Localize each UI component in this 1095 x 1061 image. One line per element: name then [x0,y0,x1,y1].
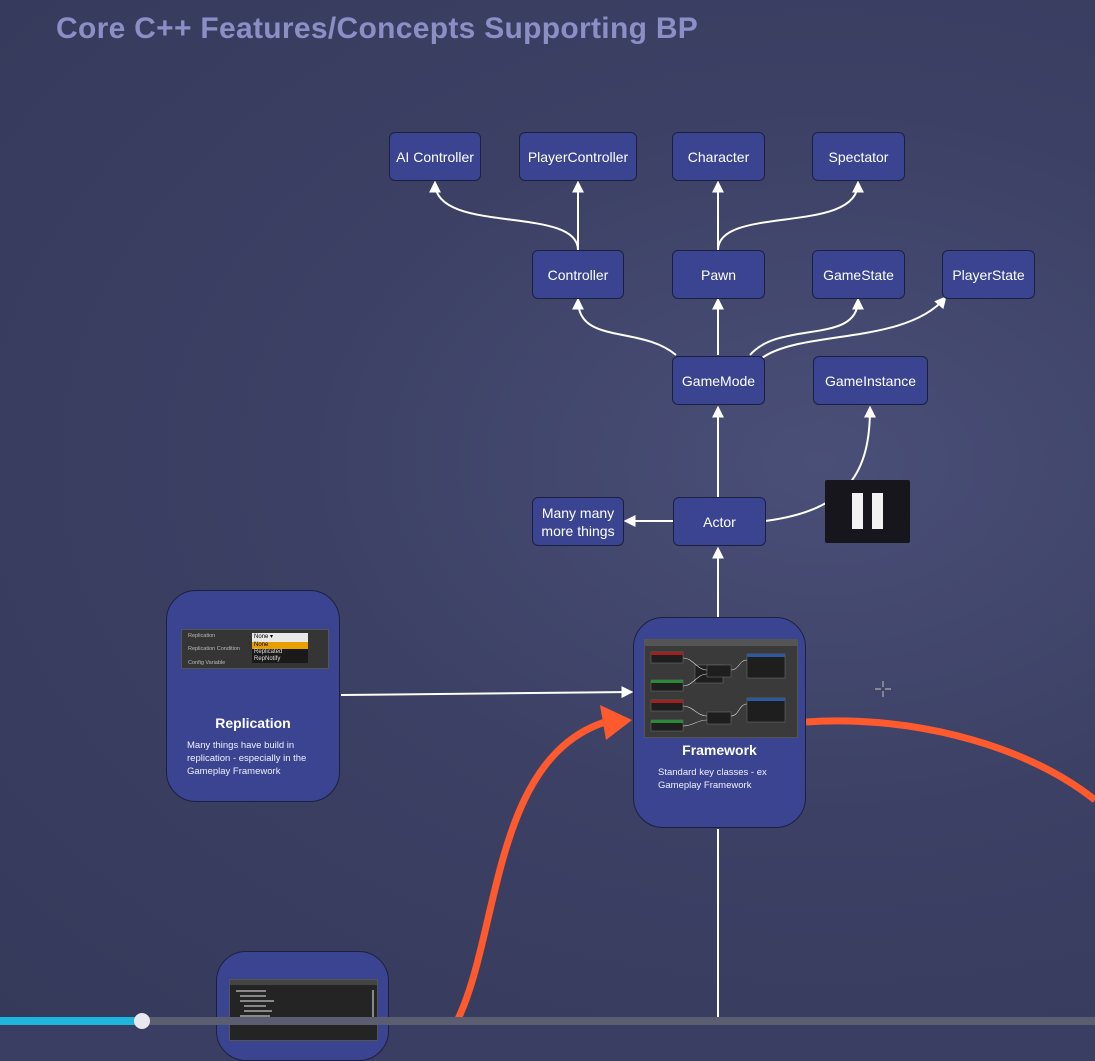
rep-option-list: None Replicated RepNotify [252,642,308,663]
rep-field-config: Config Variable [188,660,226,666]
node-pawn: Pawn [672,250,765,299]
rep-option: Replicated [254,649,283,655]
wire-controller-ai [429,180,579,251]
highlight-arrow-right [805,717,1095,803]
rep-dropdown: None ▾ [252,633,308,642]
highlight-arrow-head [600,705,632,740]
editor-tree-thumbnail [230,980,377,1020]
connector-wires [340,180,1095,1025]
video-progress-fill [0,1017,142,1025]
node-game-instance: GameInstance [813,356,928,405]
rep-option: RepNotify [254,656,281,662]
slide-title: Core C++ Features/Concepts Supporting BP [56,12,699,45]
replication-thumbnail: Replication Replication Condition Config… [181,629,329,669]
node-player-state: PlayerState [942,250,1035,299]
video-seek-handle[interactable] [134,1013,150,1029]
node-many-things: Many many more things [532,497,624,546]
framework-blueprint-thumbnail [644,639,798,738]
video-seekbar[interactable] [0,1017,1095,1025]
rep-field-condition: Replication Condition [188,646,240,652]
node-game-state: GameState [812,250,905,299]
node-ai-controller: AI Controller [389,132,481,181]
pause-overlay[interactable] [825,480,910,543]
card-replication: Replication Replication Condition Config… [166,590,340,802]
wire-pawn-spectator [717,180,864,251]
wire-gamemode-gamestate [749,297,864,356]
wire-replication-framework [340,686,634,699]
node-player-controller: PlayerController [519,132,637,181]
rep-field-replication: Replication [188,633,216,639]
node-spectator: Spectator [812,132,905,181]
node-controller: Controller [532,250,624,299]
framework-description: Standard key classes - ex Gameplay Frame… [658,767,767,791]
crosshair-cursor-icon [875,681,891,697]
card-partial-bottom [216,951,389,1061]
node-game-mode: GameMode [672,356,765,405]
wire-gamemode-controller [572,297,677,356]
replication-description: Many things have build in replication - … [187,740,307,777]
wire-gamemode-playerstate [761,296,947,359]
node-character: Character [672,132,765,181]
partial-card-thumbnail [229,979,378,1041]
rep-option: None [252,642,308,649]
blueprint-graph-thumbnail [645,640,797,732]
card-framework: Framework Standard key classes - ex Game… [633,617,806,828]
highlight-arrow-curve [451,718,609,1025]
replication-title: Replication [215,715,291,731]
node-actor: Actor [673,497,766,546]
framework-title: Framework [682,742,757,758]
